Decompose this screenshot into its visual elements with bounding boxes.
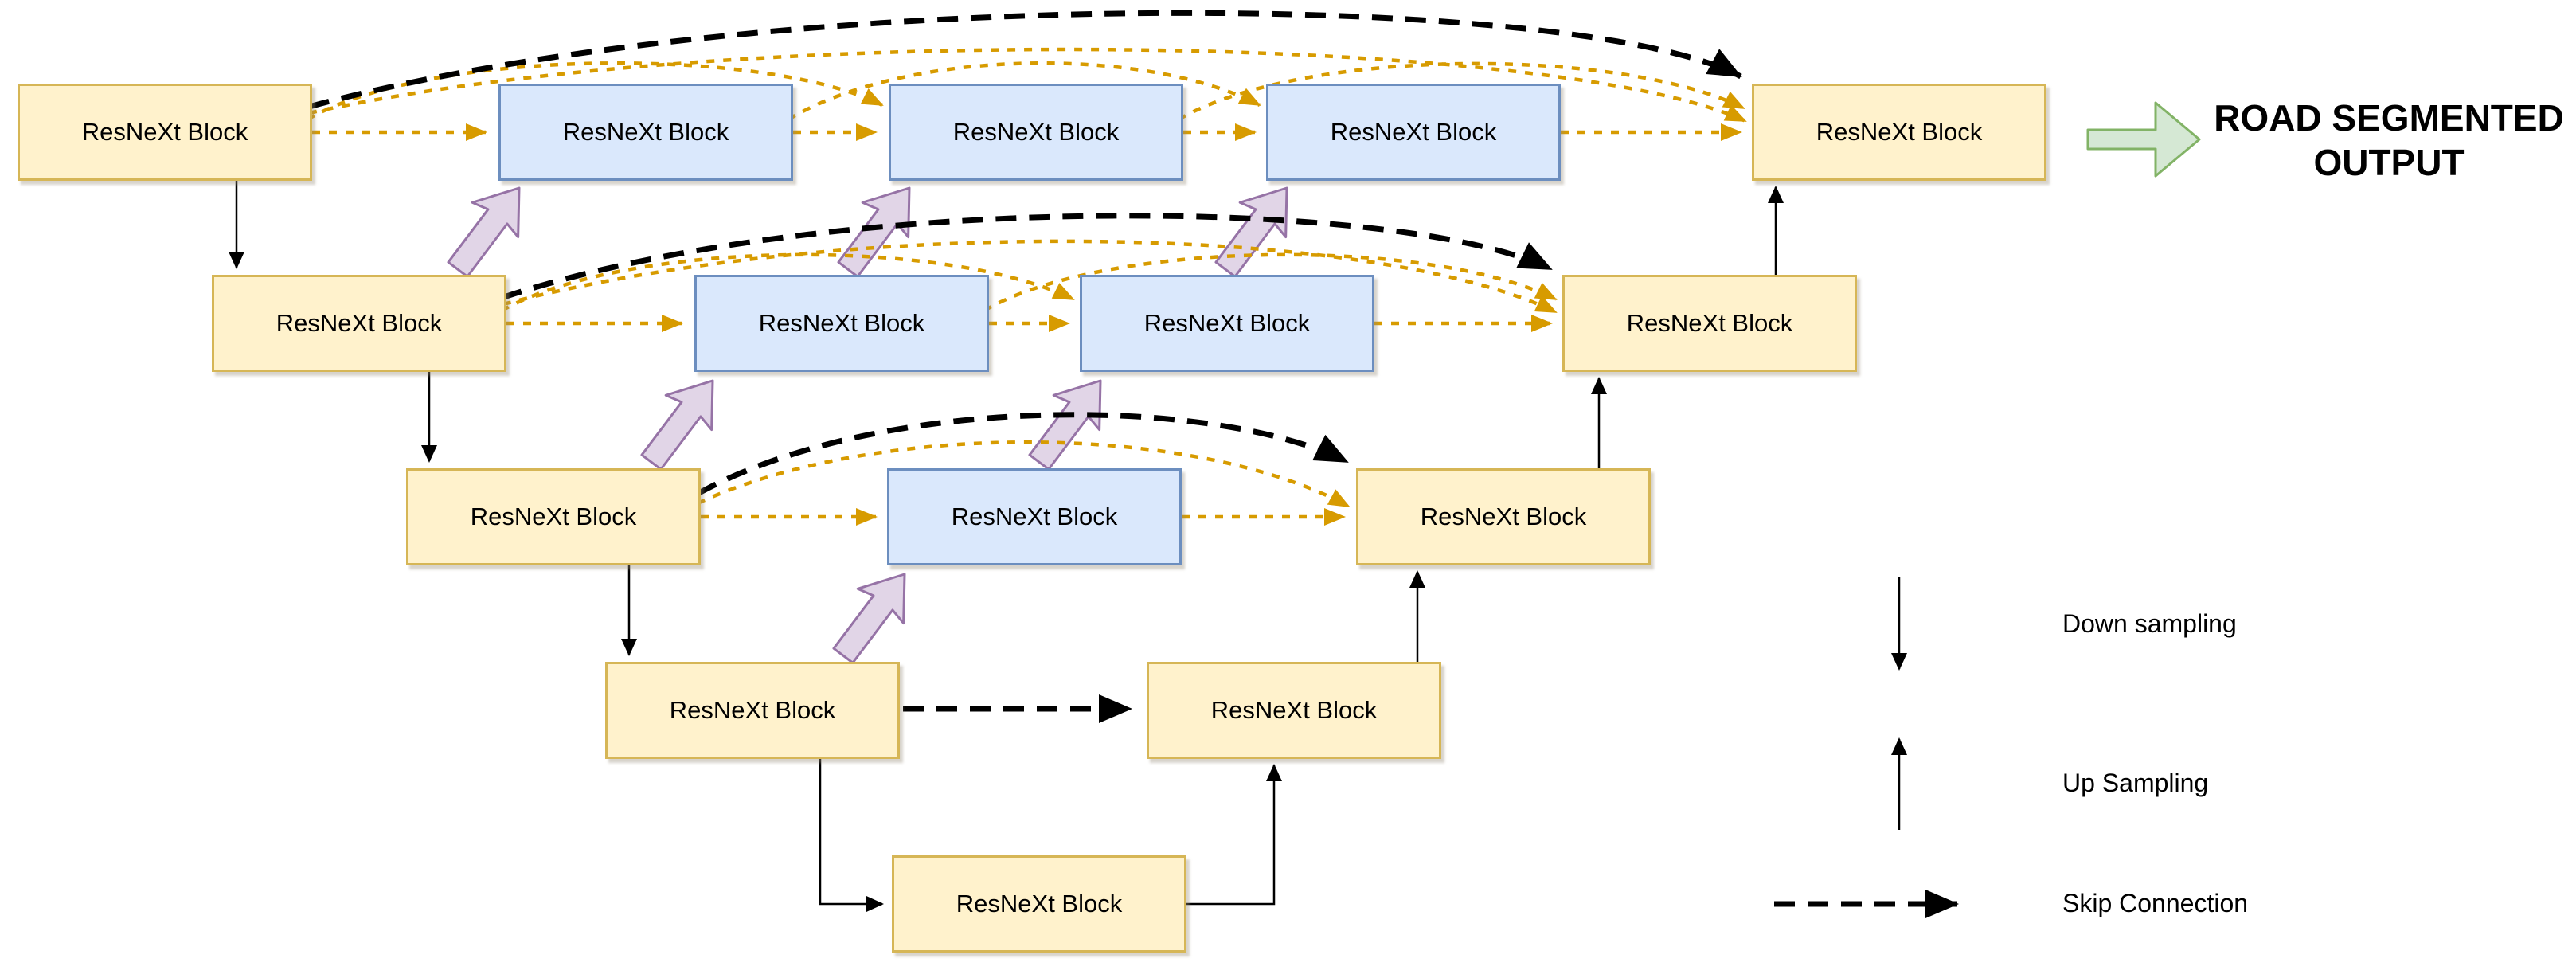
legend-icons: [1774, 577, 1959, 918]
legend-label-skipconnection: Skip Connection: [2062, 889, 2249, 917]
resnext-block-x10: ResNeXt Block: [212, 275, 506, 372]
upsample-arrow-icon: [627, 362, 737, 481]
upsample-arrow-icon: [1201, 169, 1311, 288]
resnext-block-x11: ResNeXt Block: [694, 275, 989, 372]
resnext-block-x13: ResNeXt Block: [1562, 275, 1857, 372]
skip-connection-arc: [308, 10, 1742, 110]
skip-connection-arc: [500, 213, 1553, 301]
upsampling-line-group: [1186, 186, 1784, 906]
resnext-block-x31: ResNeXt Block: [1147, 662, 1441, 759]
resnext-block-x30: ResNeXt Block: [605, 662, 900, 759]
legend-label-downsampling: Down sampling: [2062, 609, 2237, 638]
upsample-arrow-icon: [1014, 362, 1125, 481]
resnext-block-x01: ResNeXt Block: [498, 84, 793, 181]
downsample-arrow: [819, 759, 884, 912]
output-arrow-icon: [2086, 101, 2201, 178]
dense-connection-arc: [983, 252, 1558, 312]
resnext-block-x04: ResNeXt Block: [1752, 84, 2046, 181]
upsample-arrow-icon: [819, 555, 929, 675]
output-label-line1: ROAD SEGMENTED: [2214, 97, 2564, 139]
dense-connection-arc: [697, 440, 1351, 508]
resnext-block-x03: ResNeXt Block: [1266, 84, 1561, 181]
resnext-block-x12: ResNeXt Block: [1080, 275, 1374, 372]
upsampling-arrow-group: [433, 169, 1311, 675]
resnext-block-x00: ResNeXt Block: [18, 84, 312, 181]
resnext-block-x21: ResNeXt Block: [887, 468, 1182, 565]
upsample-arrow-icon: [433, 169, 544, 288]
dense-connection-arc-group: [306, 47, 1747, 508]
legend-label-upsampling: Up Sampling: [2062, 769, 2209, 797]
dense-connection-arc: [308, 47, 1747, 123]
upsample-line: [1186, 764, 1282, 906]
dense-connection-arc: [306, 61, 884, 121]
resnext-block-x02: ResNeXt Block: [889, 84, 1183, 181]
output-label-line2: OUTPUT: [2313, 142, 2465, 184]
downsampling-arrow-group: [229, 181, 884, 912]
dense-connection-arc: [1177, 61, 1745, 121]
dense-connection-arc: [502, 239, 1558, 315]
resnext-block-x40: ResNeXt Block: [892, 855, 1186, 953]
dense-connection-arc: [500, 252, 1075, 312]
skip-connection-group: [308, 10, 1742, 723]
resnext-block-x20: ResNeXt Block: [406, 468, 701, 565]
output-label: ROAD SEGMENTED OUTPUT: [2206, 96, 2572, 185]
dense-connection-straight-group: [312, 123, 1742, 526]
resnext-block-x22: ResNeXt Block: [1356, 468, 1651, 565]
